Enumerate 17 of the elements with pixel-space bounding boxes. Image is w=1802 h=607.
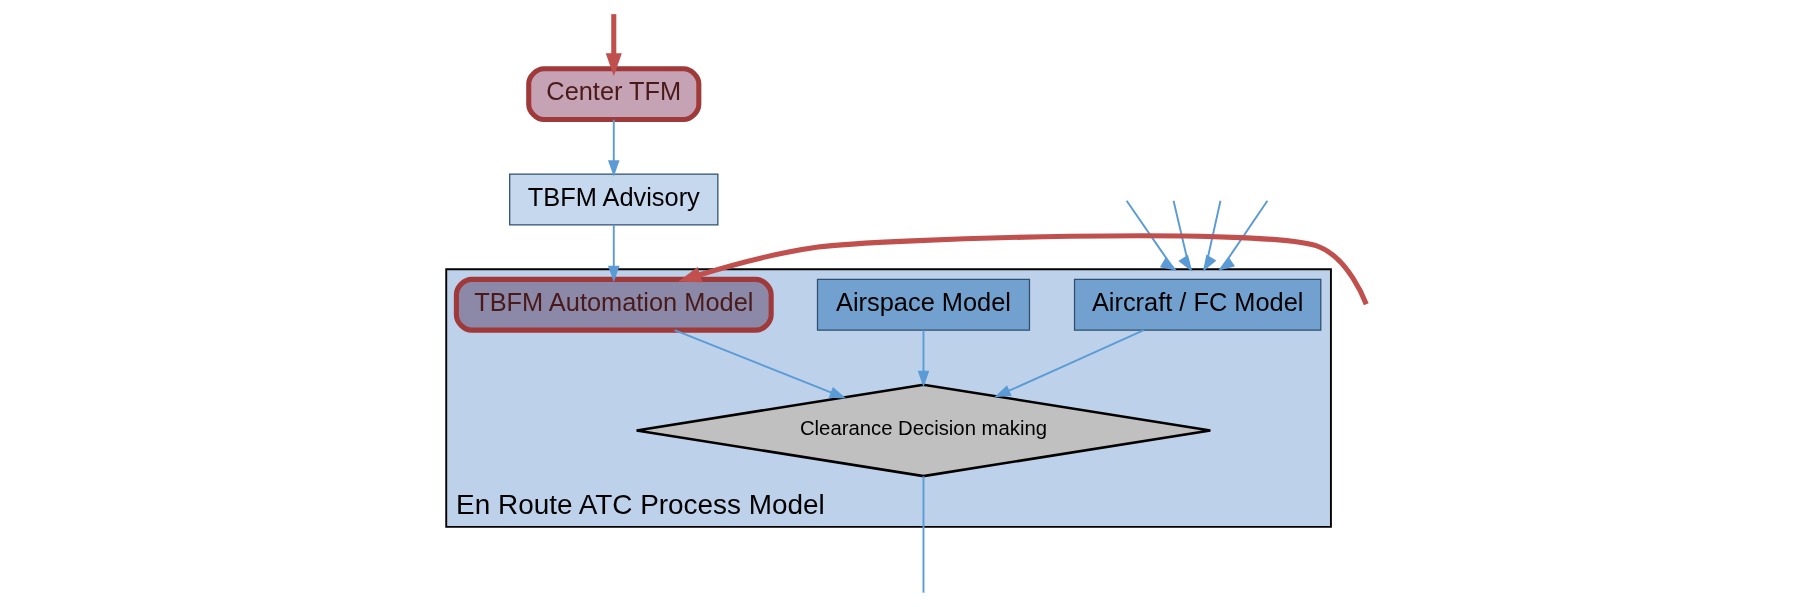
arrow xyxy=(1172,199,1192,272)
connector xyxy=(922,475,924,594)
arrow xyxy=(1202,199,1221,272)
node-box: TBFM Advisory xyxy=(508,173,718,226)
arrow xyxy=(1217,199,1268,271)
node-box: Center TFM xyxy=(525,66,701,122)
arrow xyxy=(607,118,620,177)
node-box: Airspace Model xyxy=(816,278,1030,331)
arrow xyxy=(993,329,1145,398)
arrow xyxy=(677,233,1369,306)
arrow xyxy=(605,14,622,77)
arrow xyxy=(607,224,620,283)
arrow xyxy=(1125,199,1177,271)
arrow xyxy=(917,329,929,388)
node-box: Aircraft / FC Model xyxy=(1073,278,1321,331)
arrow xyxy=(673,329,846,399)
node-box: TBFM Automation Model xyxy=(453,276,774,333)
